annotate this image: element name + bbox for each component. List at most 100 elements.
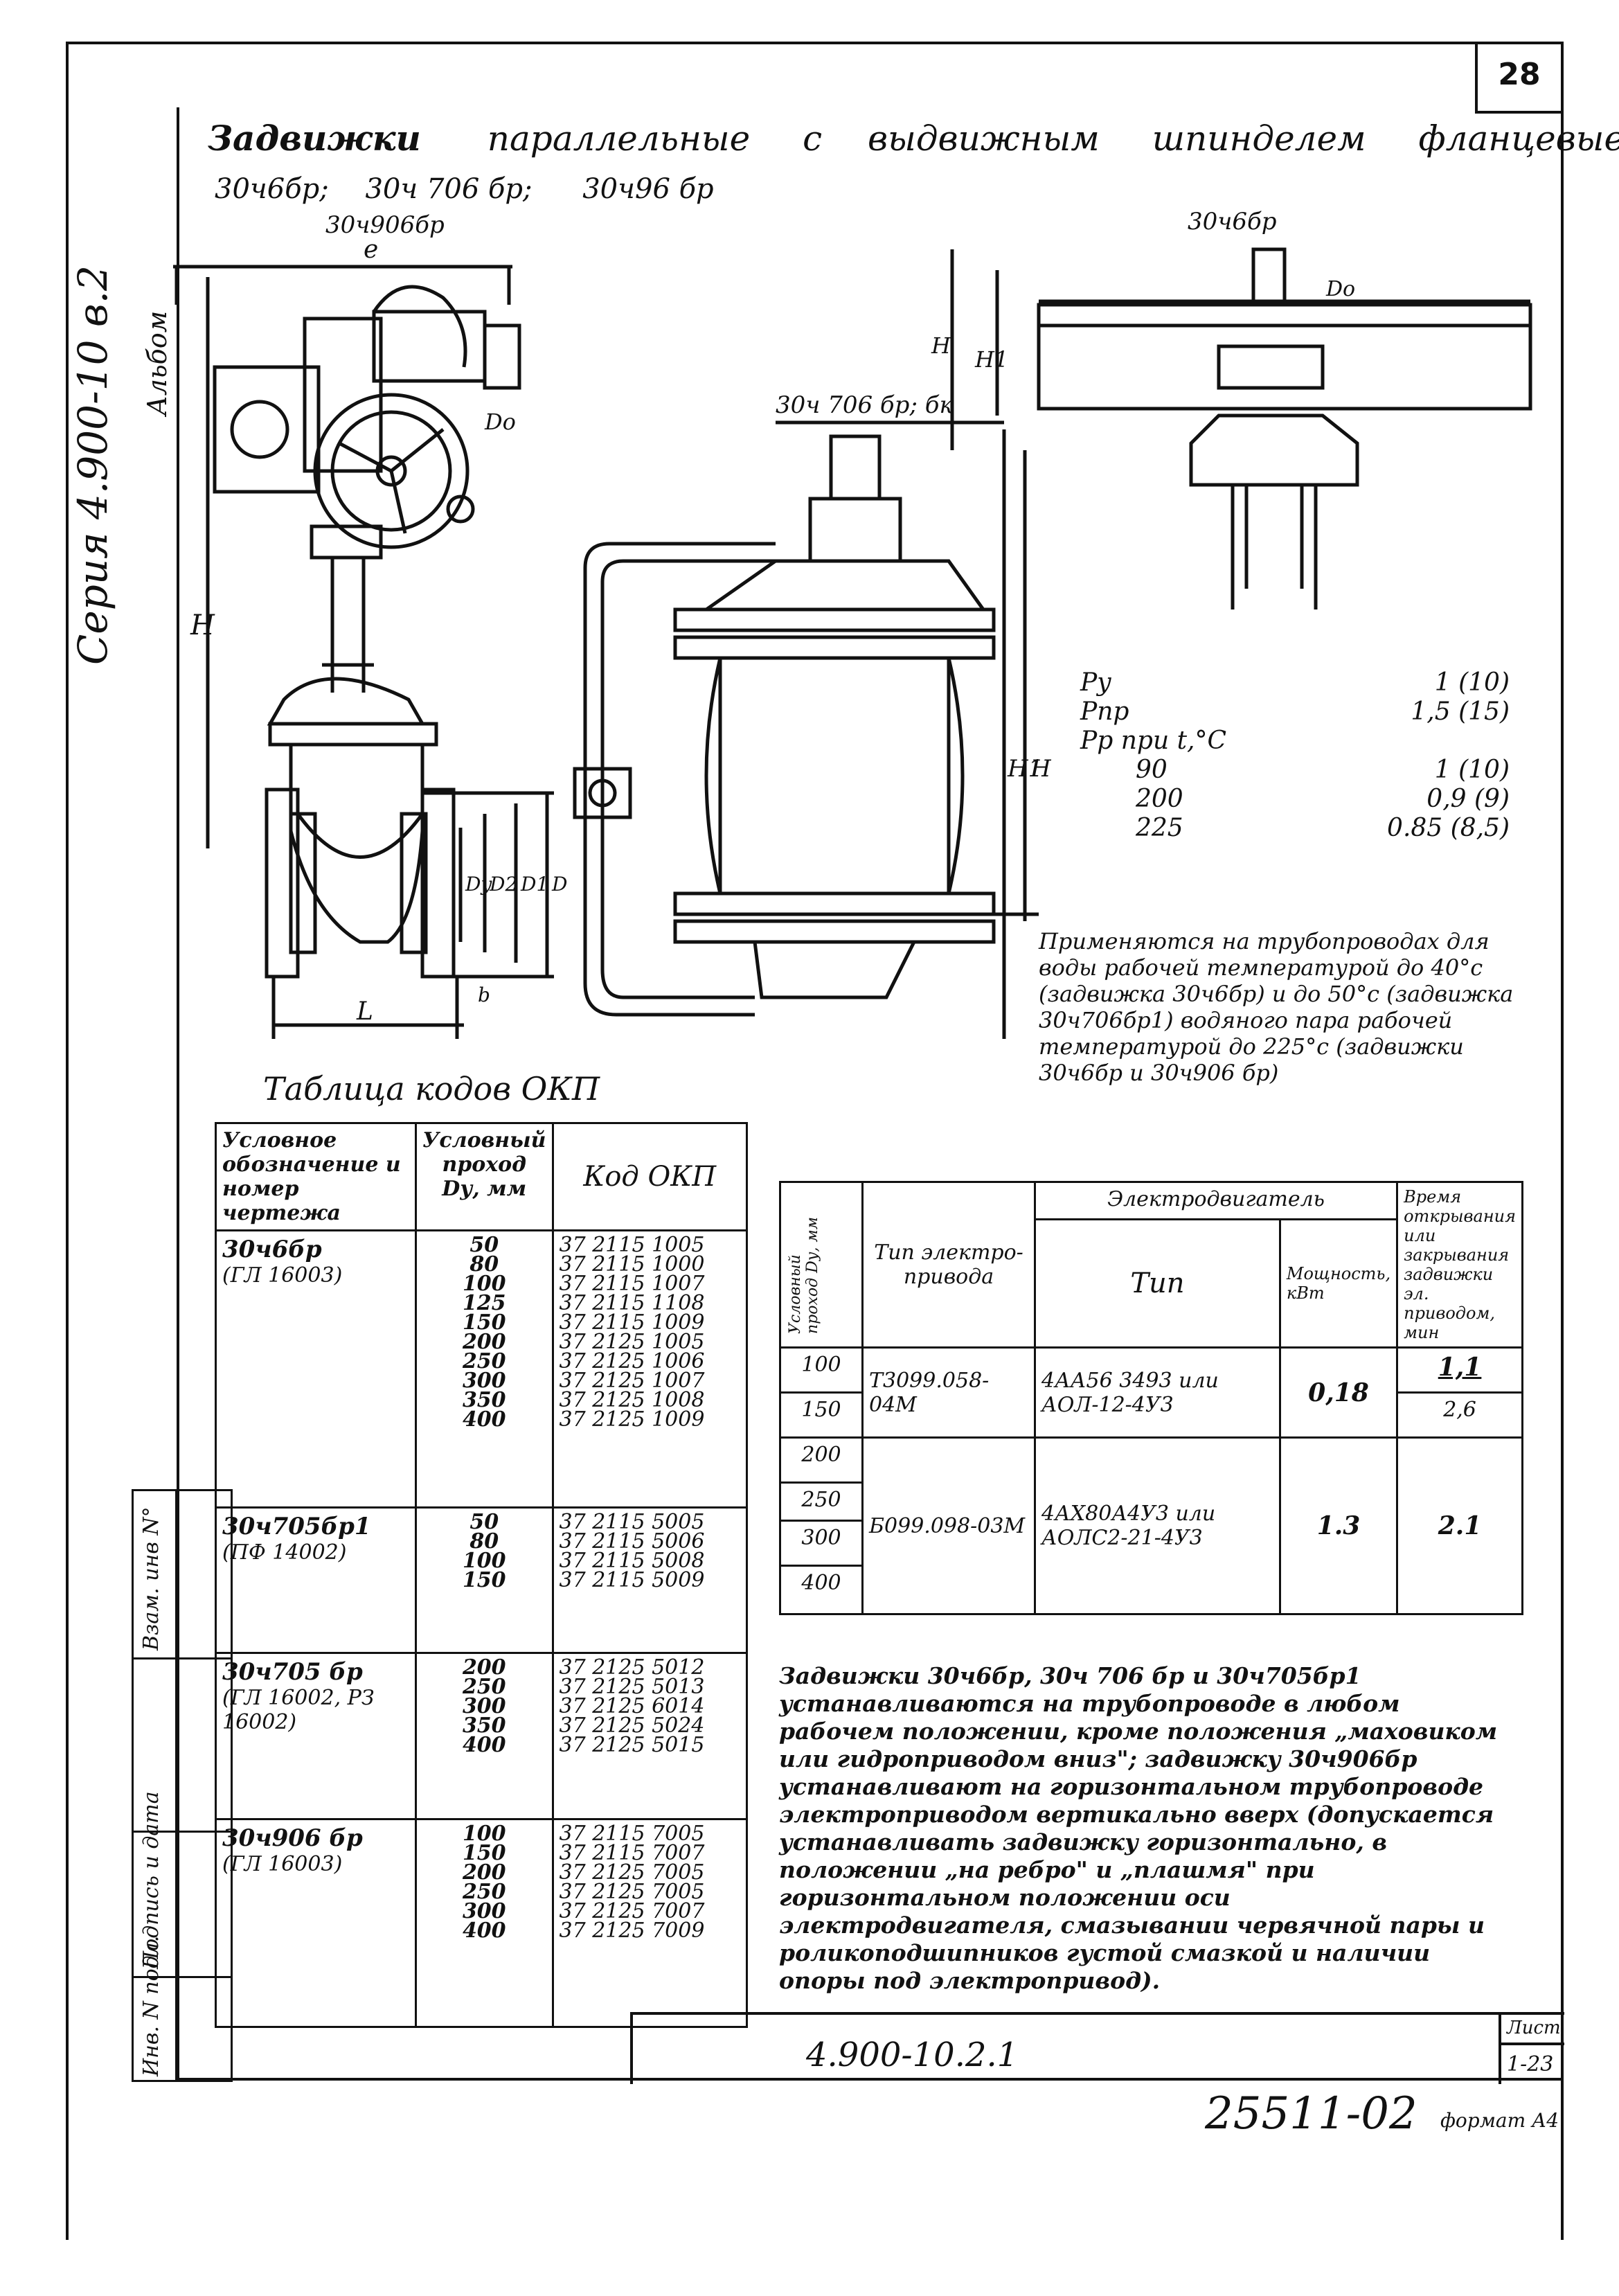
drive-h-drive: Тип электро-привода xyxy=(861,1181,1036,1349)
okp-dy-value: 250 xyxy=(462,1349,506,1373)
okp-dy-value: 200 xyxy=(462,1330,506,1354)
okp-code-value: 37 2115 1005 xyxy=(559,1233,705,1257)
okp-dy-value: 80 xyxy=(469,1252,499,1276)
okp-code-value: 37 2115 5005 xyxy=(559,1510,705,1534)
okp-group-name: 30ч906 бр(ГЛ 16003) xyxy=(215,1818,417,2028)
frame-bottom-line xyxy=(177,2078,1562,2081)
label-Do-right: Do xyxy=(1326,277,1356,301)
okp-code-value: 37 2125 5012 xyxy=(559,1655,705,1680)
drive-motor-2: 4АХ80А4У3 или АОЛС2-21-4У3 xyxy=(1034,1436,1281,1615)
title-w5: шпинделем xyxy=(1152,118,1366,159)
drive-power-1: 0,18 xyxy=(1278,1346,1399,1439)
pressure-row: Pр при t,°C xyxy=(1080,727,1227,755)
label-middle-title: 30ч 706 бр; бк xyxy=(776,391,954,419)
drive-row: 150 2,6 xyxy=(779,1391,1523,1439)
okp-dy-value: 100 xyxy=(462,1549,506,1573)
title-w1: Задвижки xyxy=(208,118,421,159)
title-stamp: 4.900-10.2.1 Лист 1-23 xyxy=(630,2012,1564,2084)
okp-code-value: 37 2125 1006 xyxy=(559,1349,705,1373)
okp-h-code: Код ОКП xyxy=(551,1122,748,1231)
okp-code-value: 37 2125 1009 xyxy=(559,1407,705,1432)
okp-dy-value: 150 xyxy=(462,1310,506,1335)
title-line3: 30ч906бр xyxy=(325,211,445,239)
label-D1: D1 xyxy=(521,873,549,896)
stamp-sheet-value: 1-23 xyxy=(1507,2052,1554,2076)
sheet-number-box: 28 xyxy=(1475,42,1561,114)
okp-dy-value: 200 xyxy=(462,1655,506,1680)
title-w3: с xyxy=(803,118,823,159)
okp-group-name: 30ч705 бр(ГЛ 16002, РЗ 16002) xyxy=(215,1652,417,1820)
label-D: D xyxy=(552,873,568,896)
label-L: L xyxy=(357,997,373,1026)
sheet-number: 28 xyxy=(1498,57,1541,92)
okp-h-dy: Условный проход Dу, мм xyxy=(415,1122,554,1231)
drive-dy: 100 xyxy=(779,1346,864,1394)
label-H-right: H xyxy=(931,332,951,359)
okp-caption: Таблица кодов ОКП xyxy=(263,1070,600,1107)
okp-dy-value: 300 xyxy=(462,1694,506,1718)
install-note: Задвижки 30ч6бр, 30ч 706 бр и 30ч705бр1 … xyxy=(779,1662,1498,1994)
okp-code-value: 37 2115 1007 xyxy=(559,1272,705,1296)
okp-dy-value: 100 xyxy=(462,1822,506,1846)
title-model-2: 30ч 706 бр; xyxy=(365,173,533,205)
okp-dy-value: 250 xyxy=(462,1880,506,1904)
sheet-frame xyxy=(66,42,1564,2240)
okp-dy-value: 350 xyxy=(462,1388,506,1412)
okp-code-value: 37 2115 1009 xyxy=(559,1310,705,1335)
drive-dy: 400 xyxy=(779,1565,864,1615)
okp-dy-value: 400 xyxy=(462,1733,506,1757)
okp-code-value: 37 2115 5008 xyxy=(559,1549,705,1573)
title-model-3: 30ч96 бр xyxy=(582,173,714,205)
drive-header-row-2: Тип Мощность, кВт xyxy=(780,1218,1523,1349)
drive-row: 300 xyxy=(779,1520,1523,1567)
drive-dy: 250 xyxy=(779,1481,864,1522)
label-H-middle: H xyxy=(1030,755,1051,783)
stamp-sheet-label: Лист xyxy=(1507,2018,1561,2038)
label-H-left: H xyxy=(190,609,215,641)
drive-table: Условный проход Dу, мм Тип электро-приво… xyxy=(779,1180,1523,1615)
drive-h-type: Тип xyxy=(1034,1218,1281,1349)
drive-dy: 150 xyxy=(779,1391,864,1439)
okp-dy-value: 350 xyxy=(462,1714,506,1738)
drive-row: 200 Б099.098-03М 4АХ80А4У3 или АОЛС2-21-… xyxy=(779,1436,1523,1615)
drive-type-2: Б099.098-03М xyxy=(861,1436,1036,1615)
okp-dy-value: 300 xyxy=(462,1369,506,1393)
label-D2: D2 xyxy=(490,873,518,896)
okp-code-value: 37 2125 7005 xyxy=(559,1860,705,1885)
stamp-original-label: Инв. N подл. xyxy=(139,1935,163,2076)
label-Do-left: Do xyxy=(485,409,516,435)
okp-code-value: 37 2115 5006 xyxy=(559,1529,705,1554)
okp-dy-value: 80 xyxy=(469,1529,499,1554)
bottom-number: 25511-02 xyxy=(1205,2088,1417,2139)
okp-dy-value: 400 xyxy=(462,1407,506,1432)
title-w4: выдвижным xyxy=(868,118,1100,159)
okp-code-value: 37 2125 7005 xyxy=(559,1880,705,1904)
stamp-code: 4.900-10.2.1 xyxy=(806,2036,1019,2074)
okp-h-name: Условное обозначение и номер чертежа xyxy=(215,1122,417,1231)
okp-code-value: 37 2125 7007 xyxy=(559,1899,705,1923)
okp-header-row: Условное обозначение и номер чертежа Усл… xyxy=(215,1122,748,1231)
title-line2: 30ч6бр; 30ч 706 бр; 30ч96 бр xyxy=(215,173,714,205)
okp-code-value: 37 2125 1008 xyxy=(559,1388,705,1412)
okp-code-value: 37 2115 7005 xyxy=(559,1822,705,1846)
stamp-inv-label: Взам. инв N° xyxy=(139,1506,163,1650)
okp-code-value: 37 2115 7007 xyxy=(559,1841,705,1865)
okp-dy-value: 200 xyxy=(462,1860,506,1885)
drive-h-power: Мощность, кВт xyxy=(1278,1218,1399,1349)
label-right-title: 30ч6бр xyxy=(1188,208,1277,235)
drive-time-1b: 2,6 xyxy=(1396,1391,1523,1439)
okp-code-value: 37 2125 6014 xyxy=(559,1694,705,1718)
okp-dy-value: 150 xyxy=(462,1568,506,1592)
